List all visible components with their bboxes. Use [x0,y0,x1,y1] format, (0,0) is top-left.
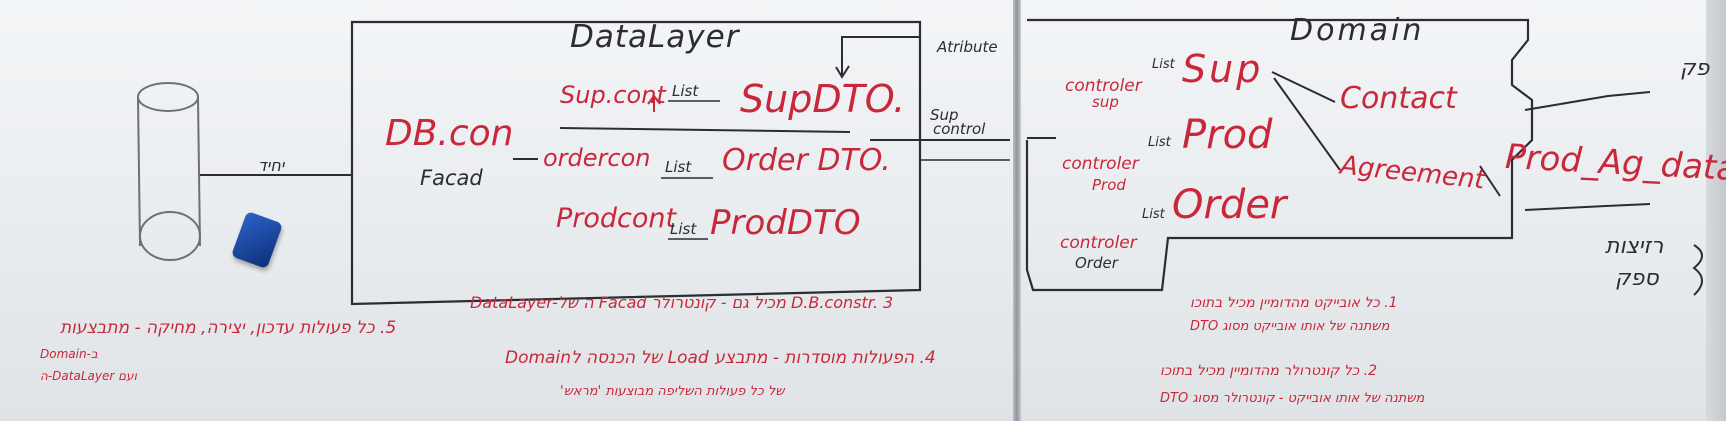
sup-cont-label: Sup.cont [560,81,666,109]
right-note-1: רזיצות [1605,234,1664,259]
note-item-3: DataLayer-ה של Facad מכיל גם - קונטרולר … [470,293,894,312]
prod-entity: Prod [1182,112,1273,158]
list-label: List [1152,57,1175,72]
note-item-5: 5. כל פעולות עדכון, יצירה, מחיקה - מתבצע… [60,318,397,338]
controler-order-line1: controler [1060,233,1137,253]
list-label: List [670,220,697,238]
list-label: List [1148,135,1171,150]
list-label: List [665,158,692,176]
note-datalayer: ועם DataLayer-ה [40,369,137,383]
supdto-label: SupDTO. [740,77,906,121]
database-cylinder-icon [137,82,201,261]
orderdto-label: Order DTO. [722,143,891,178]
sup-control-label-1: Sup [930,106,959,124]
note-item-4a: 4. הפעולות מוסדרות - מתבצע Load של הכנסה… [505,348,936,368]
controler-sup-line1: controler [1065,76,1142,96]
sup-control-label-2: control [933,120,986,138]
edge-letters: פק [1680,56,1710,81]
board-divider [1013,0,1021,421]
domain-frame [1025,18,1534,292]
note-item-2b: משתנה של אותו אובייקט - קונטרולר מסוג DT… [1160,391,1425,406]
controler-prod-line2: Prod [1092,176,1126,194]
list-label: List [1142,207,1165,222]
note-item-1a: 1. כל אובייקט מהדומיין מכיל בתוכו [1190,295,1398,311]
attribute-label: Atribute [937,38,998,56]
facad-label: Facad [420,166,483,190]
contact-entity: Contact [1340,81,1457,116]
prodcont-label: Prodcont [556,203,677,234]
note-domain: Domain-ב [40,347,98,361]
controler-order-line2: Order [1075,254,1118,272]
sup-entity: Sup [1182,47,1264,91]
order-entity: Order [1172,182,1287,228]
db-con-label: DB.con [385,113,514,154]
right-note-2: ספק [1615,266,1659,291]
ordercon-label: ordercon [543,144,651,172]
list-label: List [672,82,699,100]
datalayer-frame [350,20,922,306]
note-item-2a: 2. כל קונטרולר מהדומיין מכיל בתוכו [1160,363,1378,379]
datalayer-title: DataLayer [570,19,740,55]
note-item-1b: משתנה של אותו אובייקט מסוג DTO [1190,319,1390,334]
proddto-label: ProdDTO [710,203,861,243]
note-item-4b: של כל פעולות השליפה מבוצעות 'מראש' [560,384,785,399]
controler-prod-line1: controler [1062,154,1139,174]
board-edge [1706,0,1726,421]
wire-label: יחיד [258,156,285,175]
controler-sup-line2: sup [1092,93,1119,111]
domain-title: Domain [1290,13,1425,48]
